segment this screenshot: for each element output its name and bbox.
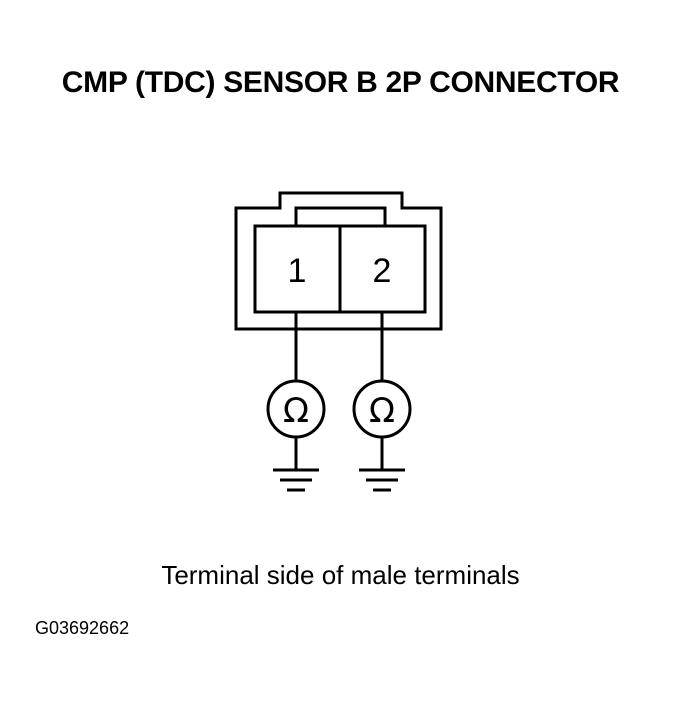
ohmmeter-icon: Ω	[266, 379, 326, 439]
terminal-2-number: 2	[373, 252, 392, 290]
ground-icon	[273, 468, 319, 492]
terminal-1-circuit: Ω	[266, 312, 326, 492]
diagram-title: CMP (TDC) SENSOR B 2P CONNECTOR	[61, 66, 620, 99]
terminal-2-circuit: Ω	[352, 312, 412, 492]
ground-icon	[359, 468, 405, 492]
ohm-symbol: Ω	[369, 391, 395, 431]
lock-tab	[294, 206, 387, 226]
ohm-symbol: Ω	[283, 391, 309, 431]
diagram-caption: Terminal side of male terminals	[161, 560, 520, 590]
terminal-1-number: 1	[288, 252, 307, 290]
connector-housing	[234, 191, 443, 331]
ohmmeter-icon: Ω	[352, 379, 412, 439]
figure-code: G03692662	[35, 618, 130, 638]
